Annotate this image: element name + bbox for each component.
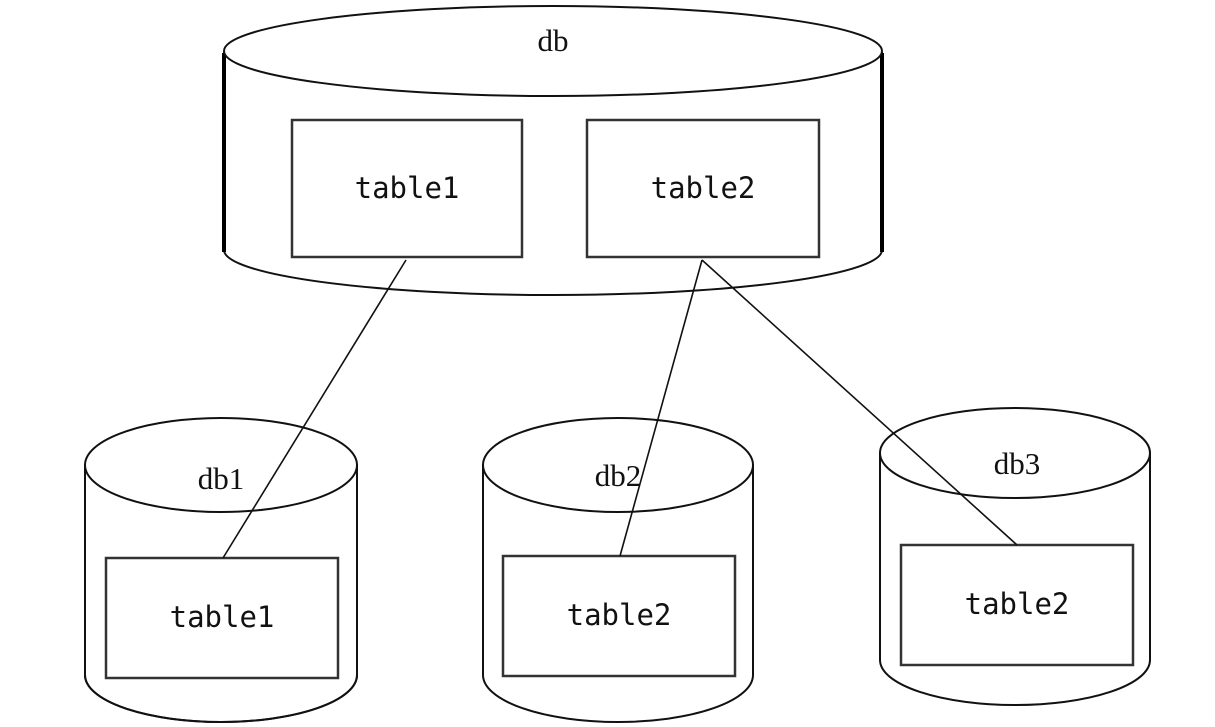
main-table2-label: table2 (651, 171, 756, 205)
main-table1-box (290, 118, 524, 259)
db3-label: db3 (994, 446, 1041, 481)
db1-bottom-rim (84, 674, 358, 723)
db2-table2-box (501, 554, 737, 678)
main-table2-box (585, 118, 821, 259)
connector-db-table2-to-db2-table2 (619, 259, 703, 557)
db1-top (84, 417, 358, 513)
main-db-cylinder: db table1 table2 (222, 5, 884, 296)
db3-table2-label: table2 (965, 587, 1070, 621)
db1-table1-label: table1 (170, 600, 275, 634)
main-db-label: db (538, 23, 569, 58)
main-db-top (223, 5, 883, 97)
db3-top (879, 407, 1151, 499)
db2-cylinder: db2 table2 (482, 417, 754, 723)
main-table1-label: table1 (355, 171, 460, 205)
db1-cylinder: db1 table1 (84, 417, 358, 723)
connector-db-table1-to-db1-table1 (222, 259, 407, 559)
db2-label: db2 (595, 458, 642, 493)
connector-db-table2-to-db3-table2 (701, 259, 1018, 546)
db1-label: db1 (198, 461, 245, 496)
db2-table2-label: table2 (567, 598, 672, 632)
db2-top (482, 417, 754, 513)
db3-cylinder: db3 table2 (879, 407, 1151, 706)
db1-table1-box (104, 556, 340, 680)
